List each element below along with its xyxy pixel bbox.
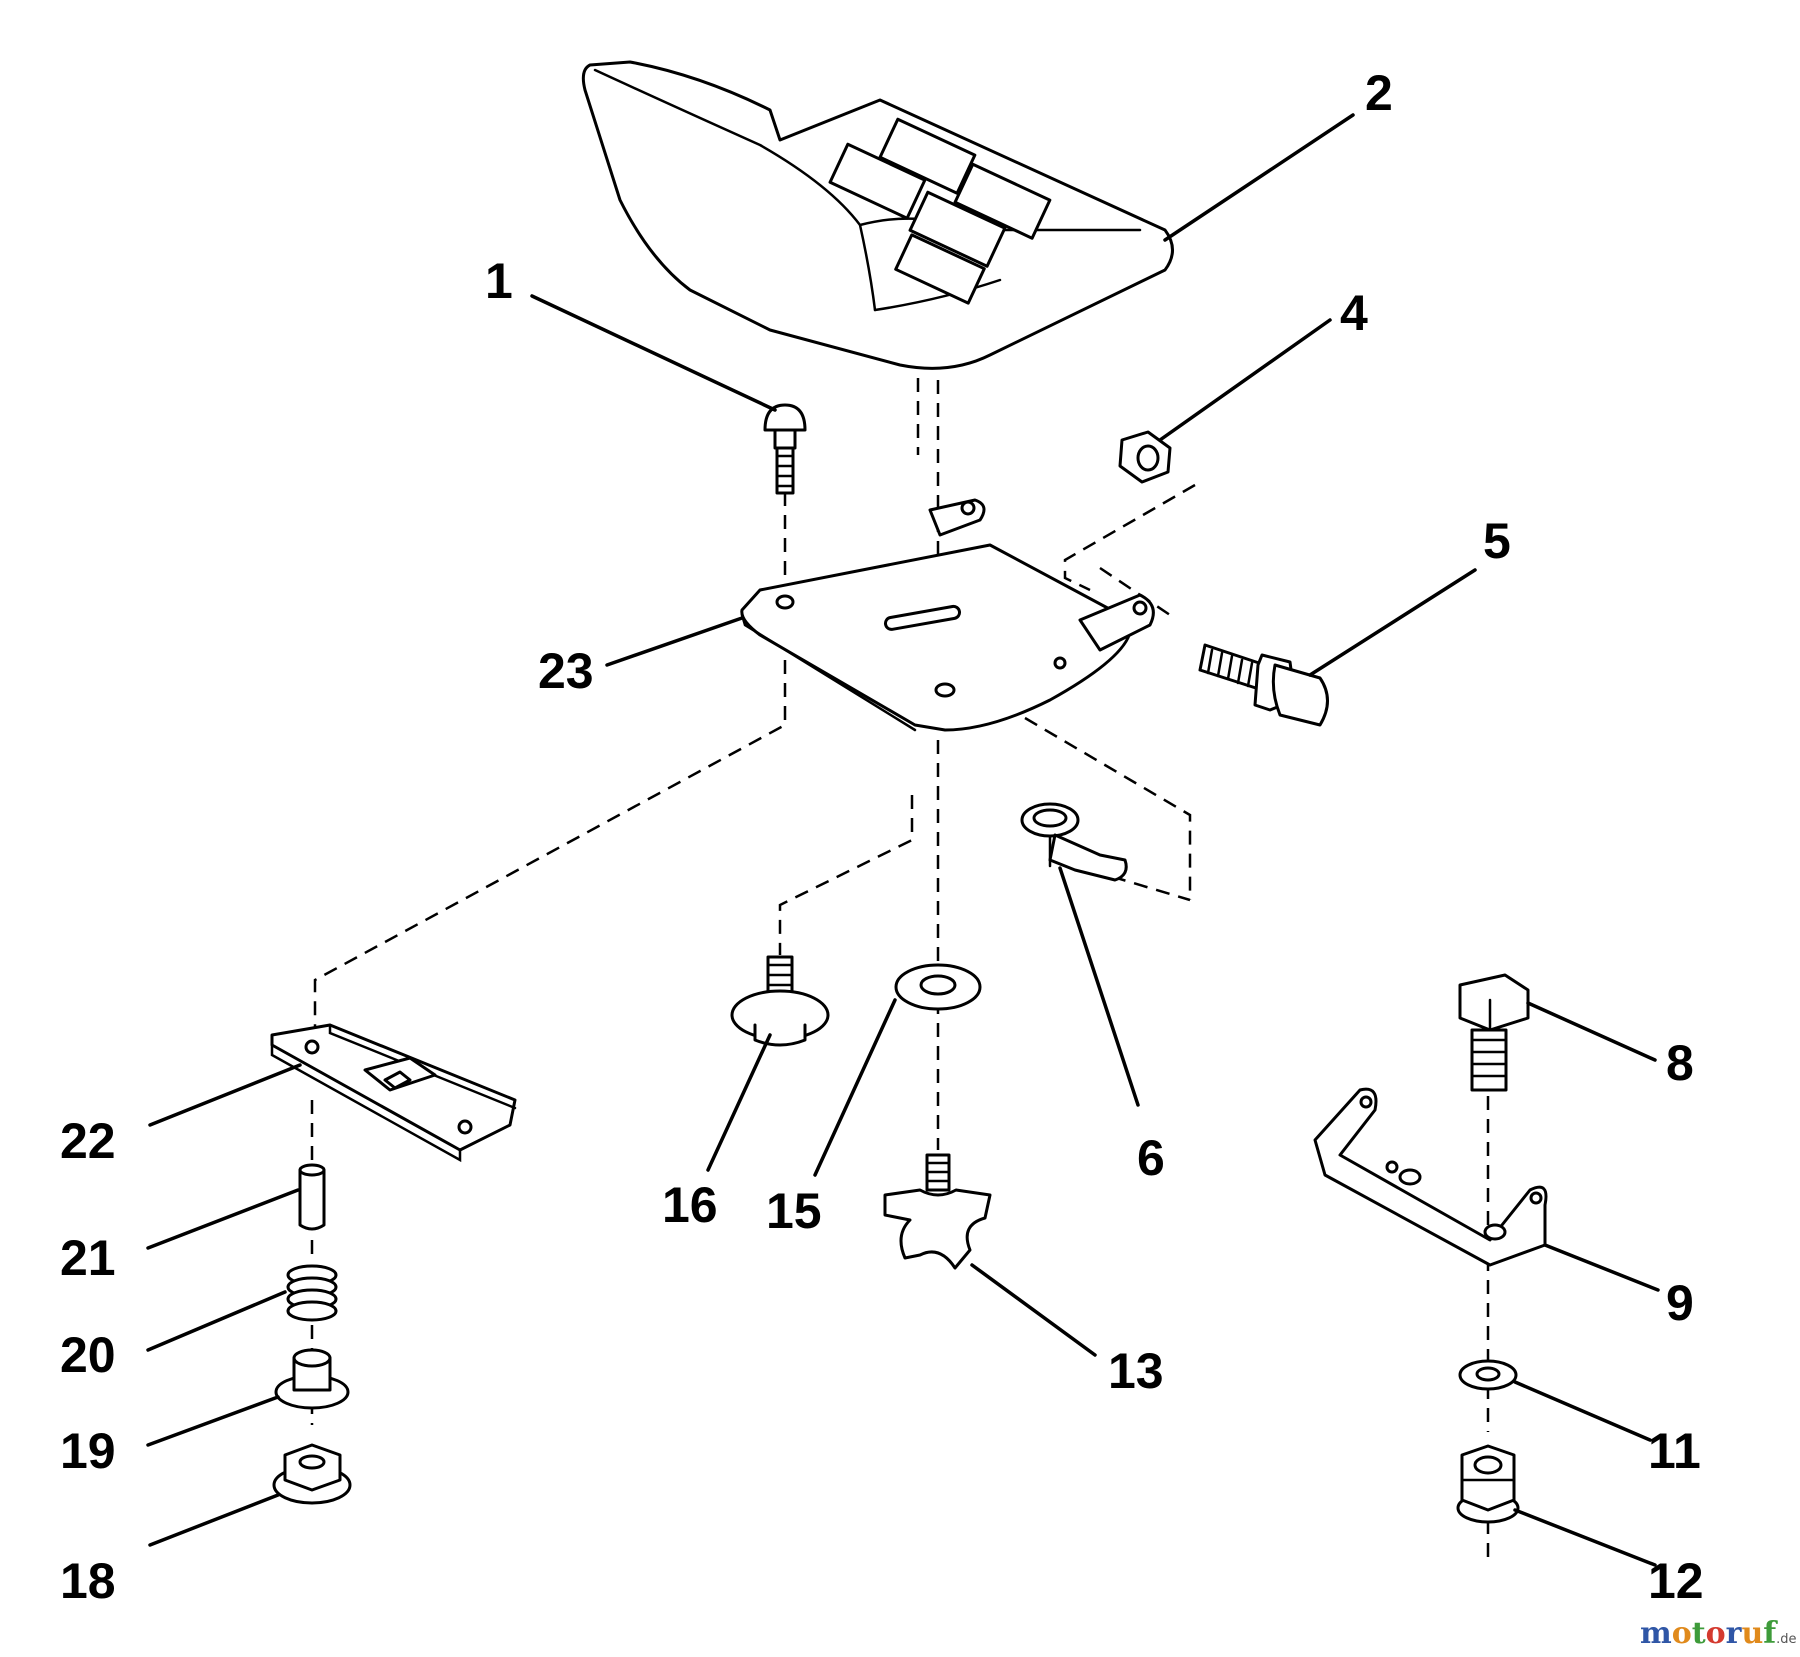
seat-part-2 [581, 60, 1174, 370]
callout-22: 22 [60, 1113, 116, 1169]
callout-19: 19 [60, 1423, 116, 1479]
pin-part-21 [298, 1163, 326, 1231]
callout-11: 11 [1648, 1423, 1701, 1479]
hex-nut-part-4 [1118, 430, 1172, 484]
lock-nut-part-12 [1456, 1444, 1520, 1524]
wm-letter-2: o [1672, 1616, 1692, 1651]
callout-16: 16 [662, 1177, 718, 1233]
callout-12: 12 [1648, 1553, 1704, 1609]
carriage-bolt-part-1 [763, 403, 807, 495]
callout-1: 1 [485, 253, 513, 309]
wm-letter-5: r [1726, 1616, 1743, 1651]
callout-13: 13 [1108, 1343, 1164, 1399]
shoulder-bolt-part-16 [730, 955, 830, 1047]
leader-lines [146, 113, 1660, 1567]
callout-15: 15 [766, 1183, 822, 1239]
callout-18: 18 [60, 1553, 116, 1609]
callout-23: 23 [538, 643, 594, 699]
callout-labels: 1 2 4 5 23 6 8 9 11 12 13 15 16 22 21 20… [60, 65, 1704, 1609]
callout-9: 9 [1666, 1275, 1694, 1331]
callout-6: 6 [1137, 1130, 1165, 1186]
flange-nut-part-18 [272, 1443, 352, 1505]
motoruf-watermark: motoruf.de [1640, 1616, 1797, 1651]
wm-letter-1: m [1640, 1616, 1672, 1651]
wm-suffix: .de [1776, 1632, 1796, 1647]
bushing-part-19 [274, 1348, 350, 1410]
seat-plate-part-23 [740, 498, 1155, 732]
callout-20: 20 [60, 1327, 116, 1383]
wm-letter-6: u [1741, 1616, 1763, 1651]
cable-clip-part-6 [1020, 802, 1128, 882]
callout-21: 21 [60, 1230, 116, 1286]
lock-washer-part-11 [1458, 1359, 1518, 1391]
slide-bracket-part-22 [270, 1023, 517, 1163]
hex-bolt-part-5 [1198, 643, 1329, 727]
mounting-bracket-part-9 [1313, 1087, 1548, 1267]
callout-4: 4 [1340, 285, 1368, 341]
wm-letter-7: f [1763, 1616, 1778, 1651]
callout-2: 2 [1365, 65, 1393, 121]
flat-washer-part-15 [894, 963, 982, 1011]
adjustment-knob-part-13 [883, 1153, 992, 1270]
spring-part-20 [286, 1264, 338, 1322]
wm-letter-3: t [1692, 1616, 1706, 1651]
hex-bolt-part-8 [1458, 973, 1530, 1092]
wm-letter-4: o [1706, 1616, 1726, 1651]
callout-5: 5 [1483, 513, 1511, 569]
callout-8: 8 [1666, 1035, 1694, 1091]
assembly-guide-lines [310, 378, 1490, 1560]
